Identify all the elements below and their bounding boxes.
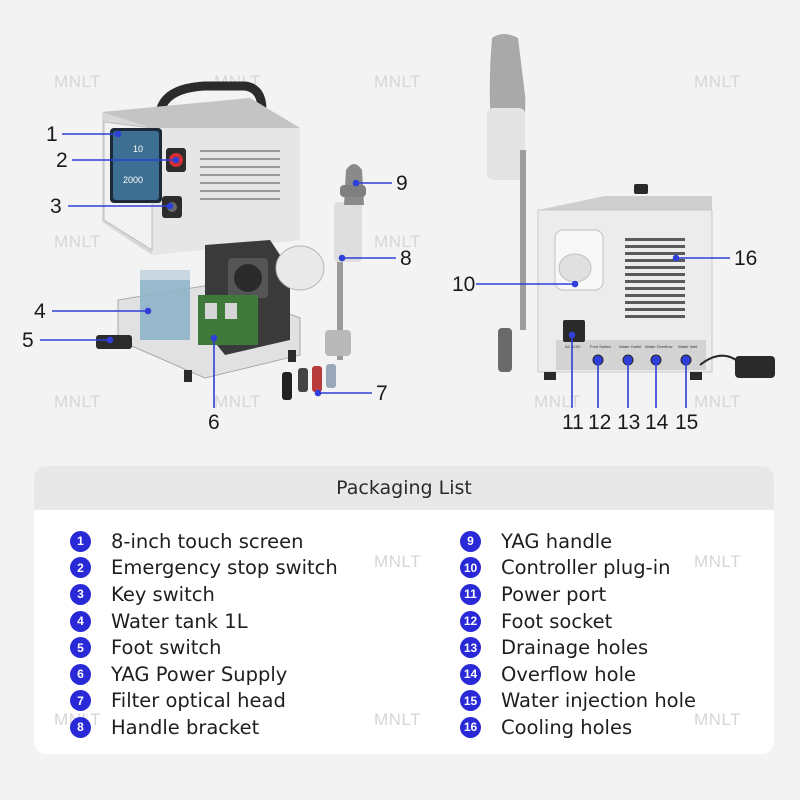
callout-12: 12 [588, 411, 612, 434]
watermark: MNLT [374, 232, 422, 251]
list-item: 4 Water tank 1L [70, 608, 460, 635]
callout-16: 16 [734, 247, 758, 270]
number-badge: 3 [70, 583, 91, 605]
list-item-label: Cooling holes [501, 715, 633, 739]
number-badge: 11 [460, 583, 482, 605]
callout-15: 15 [675, 411, 699, 434]
port-label-water-outlet: Water Outlet [619, 344, 642, 349]
port-label-ac: AC 110V [565, 344, 581, 349]
list-item: 11 Power port [460, 581, 754, 608]
number-badge: 16 [460, 716, 482, 738]
watermark: MNLT [534, 392, 582, 411]
packaging-list-title: Packaging List [34, 466, 774, 510]
number-badge: 12 [460, 610, 482, 632]
watermark: MNLT [374, 72, 422, 91]
list-item-label: Emergency stop switch [111, 556, 338, 580]
callout-14: 14 [645, 411, 669, 434]
number-badge: 14 [460, 663, 482, 685]
list-item-label: Controller plug-in [501, 556, 671, 580]
screen-value-mid: 2000 [123, 175, 143, 185]
port-label-foot: Foot Switch [590, 344, 611, 349]
list-item: 12 Foot socket [460, 608, 754, 635]
list-item: 1 8-inch touch screen [70, 528, 460, 555]
number-badge: 8 [70, 716, 91, 738]
callout-3: 3 [50, 195, 62, 218]
screen-value-top: 10 [133, 144, 143, 154]
number-badge: 9 [460, 530, 482, 552]
list-item-label: YAG handle [501, 529, 613, 553]
list-item: 6 YAG Power Supply [70, 661, 460, 688]
callout-4: 4 [34, 300, 46, 323]
callout-8: 8 [400, 247, 412, 270]
list-item-label: Foot socket [501, 609, 613, 633]
watermark: MNLT [374, 710, 422, 729]
list-item: 13 Drainage holes [460, 634, 754, 661]
packaging-list-left: 1 8-inch touch screen 2 Emergency stop swi… [70, 528, 460, 741]
list-item-label: Drainage holes [501, 636, 649, 660]
list-item: 8 Handle bracket [70, 714, 460, 741]
list-item: 10 Controller plug-in [460, 555, 754, 582]
packaging-list-panel: Packaging List MNLT MNLT MNLT MNLT MNLT … [34, 466, 774, 754]
list-item: 9 YAG handle [460, 528, 754, 555]
watermark: MNLT [694, 392, 742, 411]
list-item-label: Foot switch [111, 636, 222, 660]
list-item: 14 Overflow hole [460, 661, 754, 688]
callout-5: 5 [22, 329, 34, 352]
callout-9: 9 [396, 172, 408, 195]
callout-13: 13 [617, 411, 641, 434]
number-badge: 6 [70, 663, 91, 685]
callout-7: 7 [376, 382, 388, 405]
watermark: MNLT [214, 392, 262, 411]
watermark: MNLT [694, 710, 742, 729]
list-item: 5 Foot switch [70, 634, 460, 661]
packaging-list-right: 9 YAG handle 10 Controller plug-in 11 Power… [460, 528, 754, 741]
port-label-water-overflow: Water Overflow [645, 344, 673, 349]
list-item-label: Water injection hole [501, 689, 697, 713]
watermark: MNLT [694, 552, 742, 571]
list-item-label: Handle bracket [111, 715, 260, 739]
callout-1: 1 [46, 123, 58, 146]
number-badge: 1 [70, 530, 91, 552]
callout-6: 6 [208, 411, 220, 434]
list-item-label: Power port [501, 582, 607, 606]
watermark: MNLT [54, 232, 102, 251]
packaging-list-columns: 1 8-inch touch screen 2 Emergency stop swi… [70, 528, 754, 741]
list-item: 7 Filter optical head [70, 688, 460, 715]
number-badge: 15 [460, 690, 482, 712]
list-item-label: YAG Power Supply [111, 662, 288, 686]
list-item: 3 Key switch [70, 581, 460, 608]
watermark: MNLT [374, 552, 422, 571]
list-item-label: Water tank 1L [111, 609, 248, 633]
callout-10: 10 [452, 273, 476, 296]
list-item: 2 Emergency stop switch [70, 555, 460, 582]
diagram-stage: MNLT MNLT MNLT MNLT MNLT MNLT MNLT MNLT … [22, 34, 775, 434]
watermark: MNLT [694, 72, 742, 91]
list-item-label: Filter optical head [111, 689, 286, 713]
laser-device-exploded-illustration: 10 2000 [40, 34, 775, 408]
number-badge: 10 [460, 557, 482, 579]
list-item-label: 8-inch touch screen [111, 529, 304, 553]
number-badge: 2 [70, 557, 91, 579]
number-badge: 5 [70, 637, 91, 659]
list-item-label: Key switch [111, 582, 215, 606]
callout-2: 2 [56, 149, 68, 172]
number-badge: 7 [70, 690, 91, 712]
list-item: 15 Water injection hole [460, 688, 754, 715]
number-badge: 13 [460, 637, 482, 659]
watermark: MNLT [54, 392, 102, 411]
number-badge: 4 [70, 610, 91, 632]
watermark: MNLT [54, 72, 102, 91]
callout-11: 11 [562, 411, 584, 434]
list-item-label: Overflow hole [501, 662, 636, 686]
port-label-water-inlet: Water Inlet [678, 344, 698, 349]
list-item: 16 Cooling holes [460, 714, 754, 741]
